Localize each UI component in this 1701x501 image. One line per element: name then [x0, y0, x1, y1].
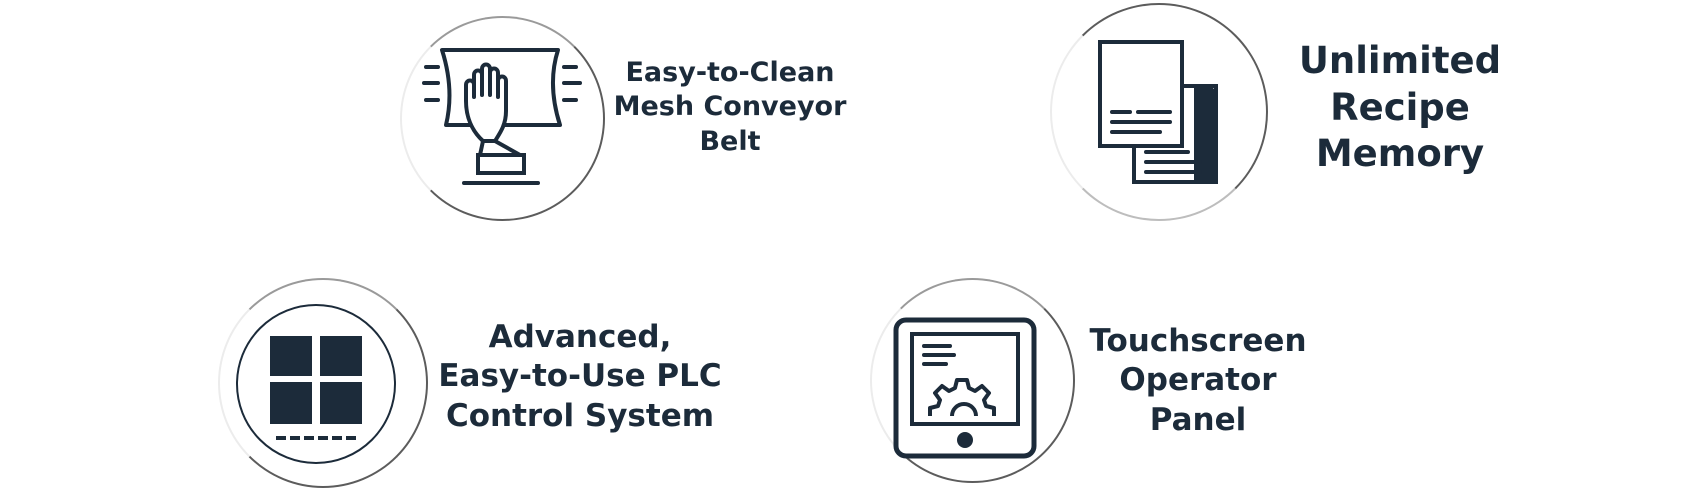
label-line: Belt — [699, 125, 761, 157]
feature-label: Unlimited Recipe Memory — [1270, 38, 1530, 178]
feature-label: Advanced, Easy-to-Use PLC Control System — [420, 318, 740, 436]
label-line: Operator — [1119, 362, 1277, 399]
label-line: Unlimited — [1298, 39, 1502, 82]
icon-ring — [1050, 3, 1268, 221]
label-line: Control System — [445, 397, 715, 434]
label-line: Touchscreen — [1089, 323, 1307, 359]
feature-label: Touchscreen Operator Panel — [1068, 322, 1328, 440]
label-line: Recipe — [1330, 85, 1470, 129]
touchscreen-gear-icon — [893, 317, 1037, 459]
label-line: Panel — [1149, 401, 1247, 438]
icon-ring — [400, 16, 605, 221]
recipe-documents-icon — [1098, 40, 1218, 184]
icon-ring — [870, 278, 1075, 483]
icon-ring — [218, 278, 428, 488]
label-line: Advanced, — [488, 319, 672, 355]
plc-control-grid-icon — [236, 304, 396, 464]
label-line: Memory — [1315, 132, 1485, 176]
hand-wiping-cloth-icon — [422, 48, 582, 185]
feature-label: Easy-to-Clean Mesh Conveyor Belt — [600, 56, 860, 159]
label-line: Easy-to-Use PLC — [438, 358, 722, 395]
label-line: Easy-to-Clean — [625, 57, 835, 88]
label-line: Mesh Conveyor — [613, 91, 847, 123]
